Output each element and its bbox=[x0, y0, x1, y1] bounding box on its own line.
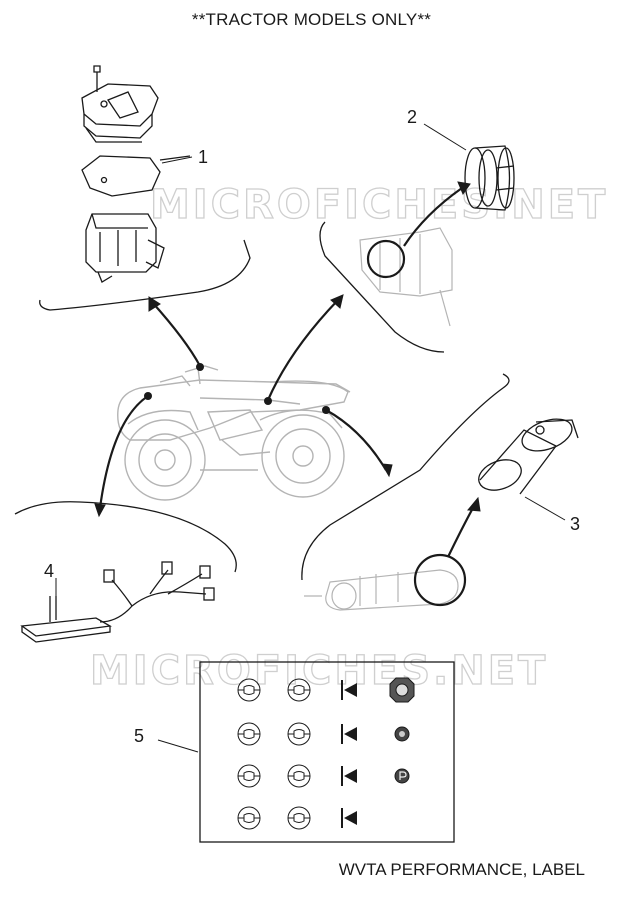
detail-circle-3 bbox=[413, 553, 467, 607]
small-grommet-icon bbox=[394, 726, 410, 742]
large-grommet-icon bbox=[389, 677, 415, 703]
arrowhead-2 bbox=[457, 181, 471, 196]
panel-1-outline bbox=[39, 239, 251, 311]
footer-caption: WVTA PERFORMANCE, LABEL bbox=[338, 860, 585, 879]
arrowhead-3 bbox=[467, 496, 481, 512]
fuse-icon bbox=[237, 678, 261, 702]
fuse-icon bbox=[287, 806, 311, 830]
watermark-bottom: MICROFICHES.NET bbox=[90, 648, 548, 694]
leader-line-1 bbox=[161, 156, 193, 164]
callout-number-3: 3 bbox=[570, 514, 580, 534]
flag-icon bbox=[341, 766, 357, 786]
callout-number-1: 1 bbox=[198, 147, 208, 167]
fuse-icon bbox=[287, 722, 311, 746]
leader-line-5 bbox=[157, 739, 199, 753]
exhaust-tip-part bbox=[478, 418, 579, 495]
detail-circle-2 bbox=[366, 239, 406, 279]
panel-4-outline bbox=[14, 501, 237, 573]
connector-dots bbox=[144, 363, 330, 414]
callout-number-2: 2 bbox=[407, 107, 417, 127]
panel-3-outline bbox=[301, 373, 510, 581]
flag-icon bbox=[341, 680, 357, 700]
callout-number-4: 4 bbox=[44, 561, 54, 581]
arrow-3 bbox=[447, 505, 475, 558]
fuse-icon bbox=[287, 678, 311, 702]
watermark-top: MICROFICHES.NET bbox=[150, 182, 608, 228]
fuse-icon bbox=[237, 764, 261, 788]
fuse-icon bbox=[237, 806, 261, 830]
connector-arrows bbox=[98, 299, 387, 509]
connector-arrowheads bbox=[94, 294, 393, 518]
atv-illustration bbox=[117, 365, 351, 501]
leader-line-2 bbox=[423, 123, 467, 151]
flag-icon bbox=[341, 808, 357, 828]
arrow-2 bbox=[403, 187, 463, 247]
muffler-part bbox=[304, 569, 459, 611]
switch-housing-part bbox=[81, 65, 191, 283]
rubber-grommet-part bbox=[464, 145, 515, 211]
label-sheet-frame bbox=[199, 661, 455, 843]
page-title: **TRACTOR MODELS ONLY** bbox=[191, 10, 432, 29]
leader-line-3 bbox=[524, 496, 566, 521]
fuse-icon bbox=[287, 764, 311, 788]
p-symbol-icon bbox=[394, 768, 410, 784]
flag-icon bbox=[341, 724, 357, 744]
label-sheet-grid bbox=[237, 677, 415, 830]
fuse-icon bbox=[237, 722, 261, 746]
callout-number-5: 5 bbox=[134, 726, 144, 746]
wiring-harness-part bbox=[20, 561, 215, 643]
panel-2-outline bbox=[319, 221, 445, 353]
